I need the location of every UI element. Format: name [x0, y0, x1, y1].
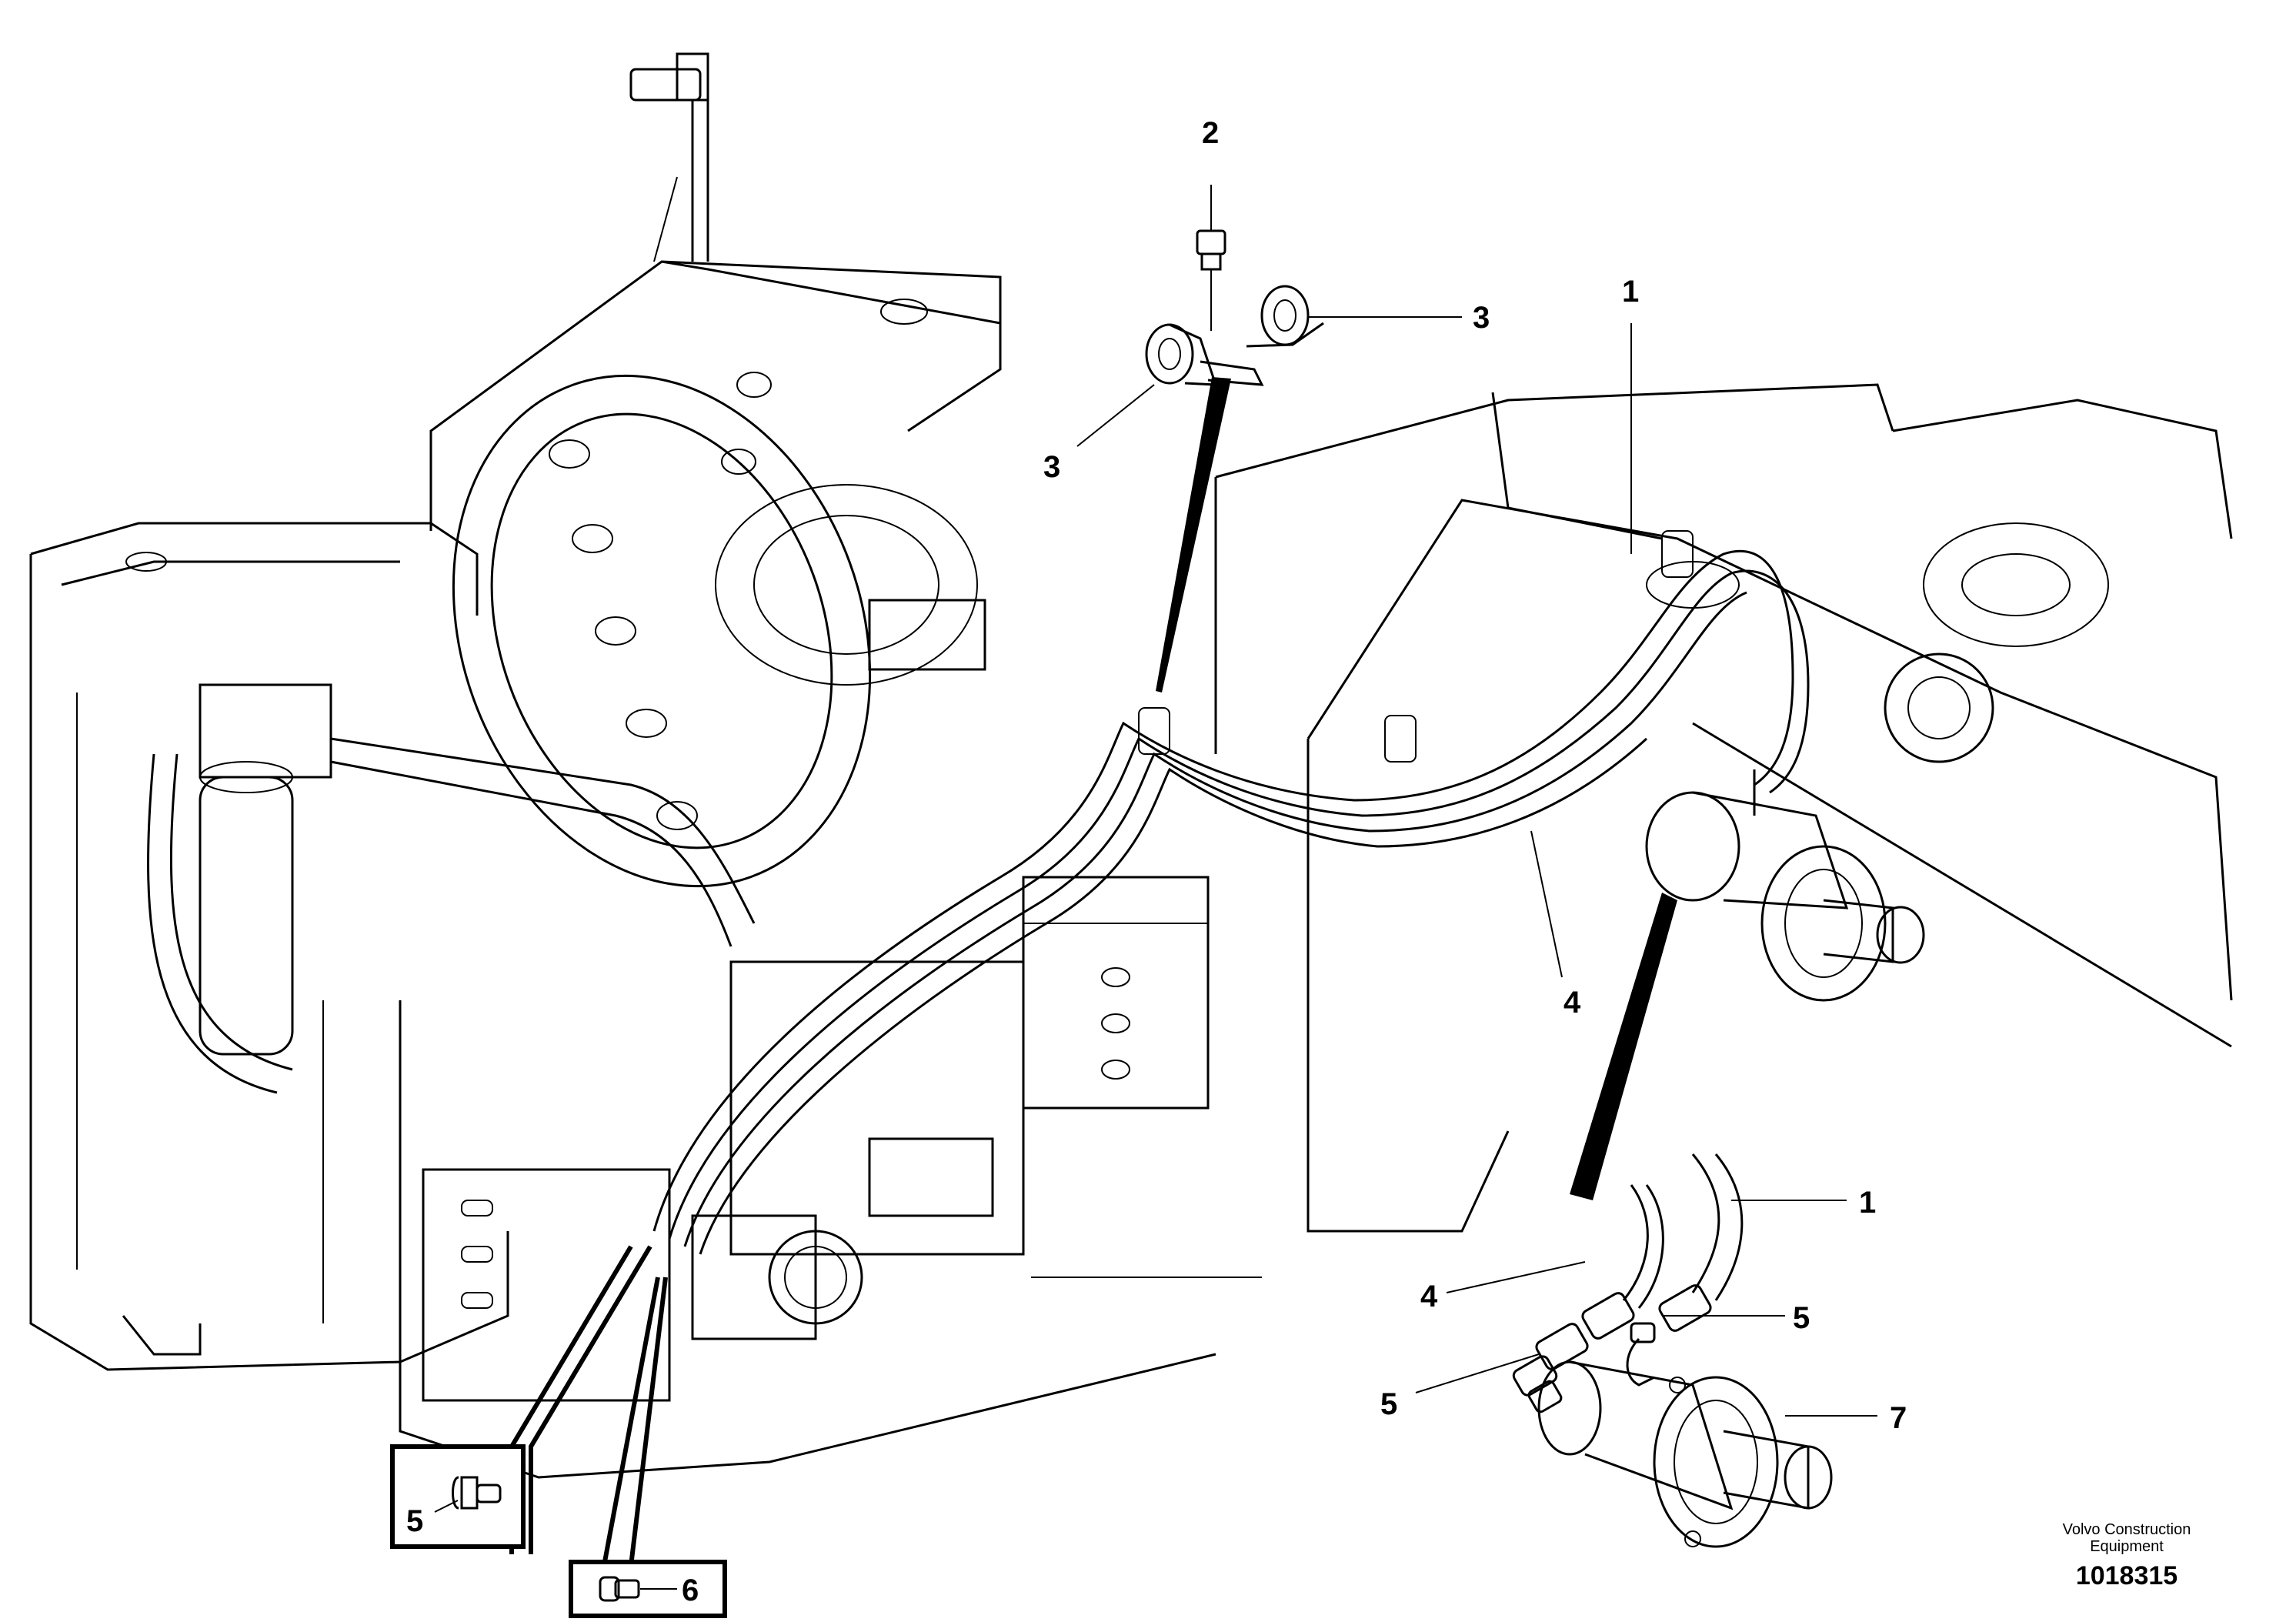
callout-4-upper: 4 — [1563, 986, 1581, 1020]
callout-7: 7 — [1890, 1401, 1907, 1435]
inset-pointer-lines — [509, 1245, 668, 1567]
company-name: Volvo Construction Equipment — [2062, 1521, 2191, 1555]
callout-labels: 1 2 3 3 4 1 4 5 5 7 5 6 — [406, 116, 1907, 1607]
clamps-3 — [1145, 285, 1324, 386]
callout-4-lower: 4 — [1420, 1280, 1438, 1313]
branding-block: Volvo Construction Equipment 1018315 — [2042, 1521, 2211, 1591]
left-frame-body — [29, 522, 509, 1371]
figure-number: 1018315 — [2075, 1561, 2178, 1590]
exploded-pump — [1537, 1360, 1833, 1548]
inset-box-5 — [390, 1444, 526, 1549]
sensor-bracket — [629, 52, 709, 262]
filter-assembly — [147, 683, 756, 1094]
callout-1-top: 1 — [1622, 275, 1639, 309]
indicator-wedges — [1156, 377, 1677, 1200]
callout-3-left: 3 — [1043, 450, 1060, 484]
valve-block — [422, 599, 1262, 1402]
callout-2: 2 — [1202, 116, 1219, 150]
callout-5-box: 5 — [406, 1504, 423, 1538]
callout-5-left: 5 — [1380, 1387, 1397, 1421]
inset-box-6 — [569, 1560, 727, 1618]
callout-5-right: 5 — [1793, 1301, 1810, 1335]
upper-housing — [399, 260, 1216, 1479]
radial-motor — [452, 372, 978, 888]
installed-pump — [1645, 769, 1925, 1002]
callout-1-lower: 1 — [1859, 1186, 1876, 1220]
callout-6-box: 6 — [682, 1574, 699, 1607]
routed-hoses — [652, 530, 1810, 1255]
leader-lines — [1076, 185, 1877, 1417]
bolt-2 — [1196, 229, 1226, 331]
exploded-hose-ends — [1535, 1153, 1744, 1370]
right-frame — [1214, 383, 2233, 1233]
callout-3-right: 3 — [1473, 301, 1490, 335]
